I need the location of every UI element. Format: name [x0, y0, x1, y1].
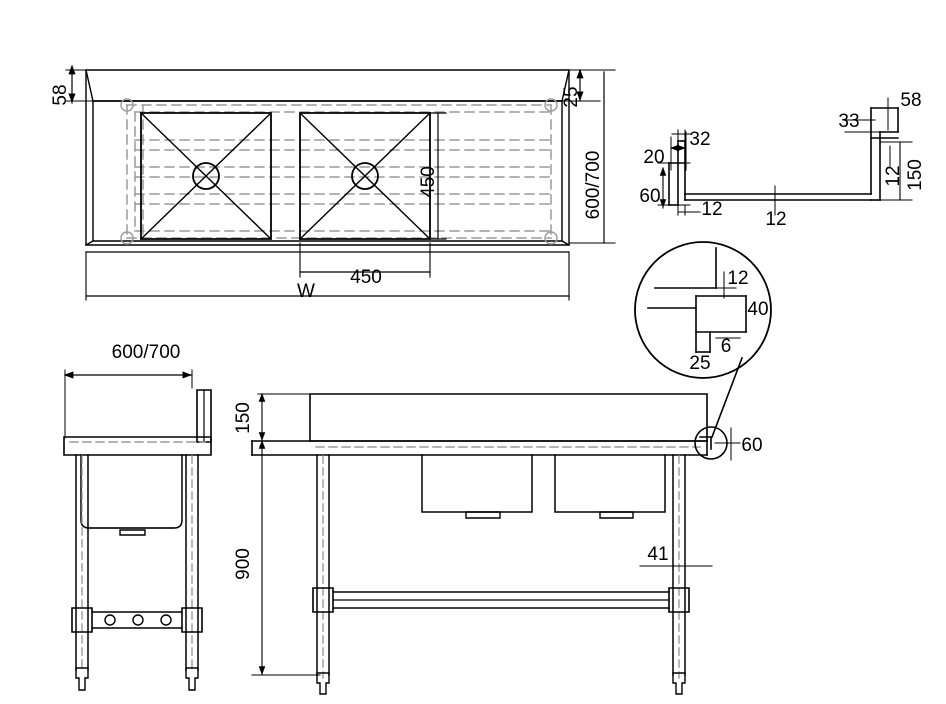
dim-plan-bowl-depth: 450: [418, 166, 439, 198]
dim-profile-150: 150: [905, 159, 926, 191]
dim-front-60: 60: [741, 435, 762, 456]
dim-plan-overall-width: W: [297, 281, 315, 302]
dim-profile-12-mid: 12: [765, 209, 786, 230]
dim-profile-12-right: 12: [883, 165, 904, 186]
plan-view: [65, 64, 616, 301]
dim-front-150: 150: [233, 402, 254, 434]
bowl-2: [299, 112, 431, 240]
dim-detail-6: 6: [721, 336, 732, 357]
side-elevation-view: [63, 369, 212, 691]
dim-profile-12-left: 12: [701, 199, 722, 220]
dim-profile-33: 33: [838, 111, 859, 132]
dim-detail-25: 25: [689, 353, 710, 374]
dim-profile-58: 58: [900, 90, 921, 111]
dim-detail-40: 40: [747, 299, 768, 320]
dim-plan-depth: 600/700: [583, 151, 604, 220]
dim-profile-32: 32: [689, 129, 710, 150]
bowl-1: [140, 112, 272, 240]
dim-detail-12: 12: [727, 268, 748, 289]
dim-side-depth: 600/700: [112, 342, 181, 363]
dimension-labels: 58 25 600/700 450 450 W 32 20 60 12 12 3…: [50, 84, 926, 579]
front-elevation-view: [251, 392, 741, 695]
dim-plan-bowl-width: 450: [350, 267, 382, 288]
detail-circle-view: [634, 241, 772, 439]
dim-profile-20: 20: [643, 147, 664, 168]
dim-profile-60: 60: [639, 186, 660, 207]
profile-section-view: [657, 97, 913, 216]
dim-plan-25: 25: [561, 86, 582, 107]
dim-front-900: 900: [233, 548, 254, 580]
dim-front-41: 41: [647, 544, 668, 565]
dim-plan-58: 58: [50, 84, 71, 105]
